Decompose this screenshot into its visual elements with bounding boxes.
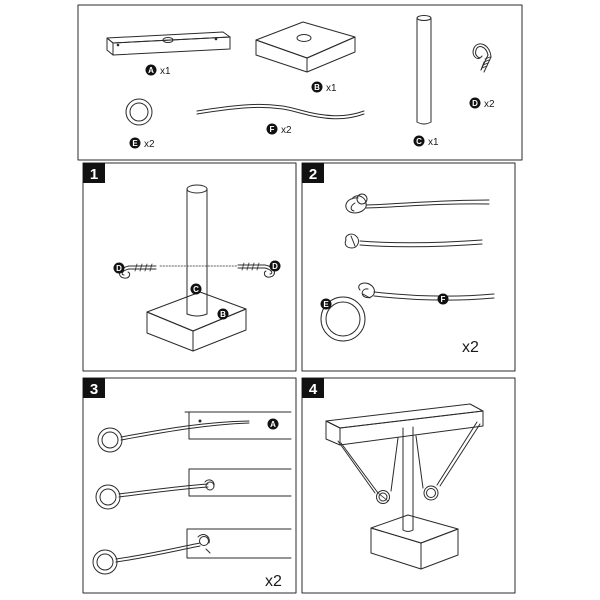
step-1-callout-d-left: D (113, 262, 125, 274)
step-3-number: 3 (90, 381, 98, 398)
step-3-number-tab: 3 (83, 378, 105, 398)
step-1-callout-c: C (190, 283, 202, 295)
step-1-callout-b: B (217, 308, 229, 320)
badge-d: D (472, 99, 478, 108)
step-4-right-rope-ring (415, 421, 481, 501)
part-b-base (255, 21, 356, 73)
step-1-badge-d-left: D (116, 264, 122, 273)
part-e-ring (125, 98, 153, 126)
step-3-mid-ring-rope (95, 479, 215, 510)
step-1-hook-right (237, 262, 275, 278)
badge-b: B (314, 83, 320, 92)
step-2-rope-tight-knot (344, 233, 483, 249)
part-b-label: B x1 (311, 81, 337, 94)
step-4-panel (301, 377, 516, 594)
step-4-crossbar (325, 403, 484, 446)
step-2-badge-f: F (441, 295, 446, 304)
badge-f: F (270, 125, 275, 134)
step-3-top-ring-rope (97, 420, 250, 453)
step-3-bottom-crossbar-piece (186, 528, 292, 559)
part-a-crossbar (106, 31, 231, 56)
step-1-badge-b: B (220, 310, 226, 319)
step-2-multiplier: x2 (462, 339, 479, 356)
step-2-rope-loose-knot (345, 193, 490, 214)
badge-e: E (132, 139, 138, 148)
step-2-panel (301, 162, 516, 372)
step-1-pole (186, 184, 208, 317)
part-e-qty: x2 (144, 139, 155, 150)
part-c-pole (416, 15, 432, 125)
step-1-number-tab: 1 (83, 163, 105, 183)
step-3-callout-a: A (267, 418, 279, 430)
step-2-rope-with-ring (320, 282, 495, 342)
part-f-label: F x2 (266, 123, 292, 136)
step-3-badge-a: A (270, 420, 276, 429)
step-4-pole (402, 426, 414, 532)
step-4-number: 4 (309, 381, 318, 398)
step-2-number-tab: 2 (302, 163, 324, 183)
part-d-screw-hook (472, 43, 492, 73)
part-e-label: E x2 (129, 137, 155, 150)
parts-panel (77, 4, 523, 161)
step-2-callout-e: E (320, 298, 332, 310)
step-2-callout-f: F (437, 293, 449, 305)
step-1-base (146, 291, 247, 352)
badge-c: C (416, 137, 422, 146)
step-3-panel (82, 377, 297, 594)
part-d-label: D x2 (469, 97, 495, 110)
step-1-number: 1 (90, 166, 98, 183)
step-2-number: 2 (309, 166, 317, 183)
step-3-bottom-ring-rope (92, 534, 211, 575)
step-1-badge-d-right: D (272, 262, 278, 271)
part-c-qty: x1 (428, 137, 439, 148)
step-4-left-rope-ring (337, 437, 399, 504)
part-d-qty: x2 (484, 99, 495, 110)
step-1-hook-left (119, 263, 157, 279)
step-1-badge-c: C (193, 285, 199, 294)
part-b-qty: x1 (326, 83, 337, 94)
part-a-label: A x1 (145, 64, 171, 77)
step-2-badge-e: E (323, 300, 329, 309)
step-1-callout-d-right: D (269, 260, 281, 272)
step-3-mid-crossbar-piece (188, 468, 292, 497)
badge-a: A (148, 66, 154, 75)
step-3-multiplier: x2 (265, 573, 282, 590)
part-c-label: C x1 (413, 135, 439, 148)
part-f-qty: x2 (281, 125, 292, 136)
step-1-panel (82, 162, 297, 372)
step-4-base (370, 514, 459, 570)
part-f-rope (196, 103, 365, 120)
step-4-number-tab: 4 (302, 378, 324, 398)
part-a-qty: x1 (160, 66, 171, 77)
